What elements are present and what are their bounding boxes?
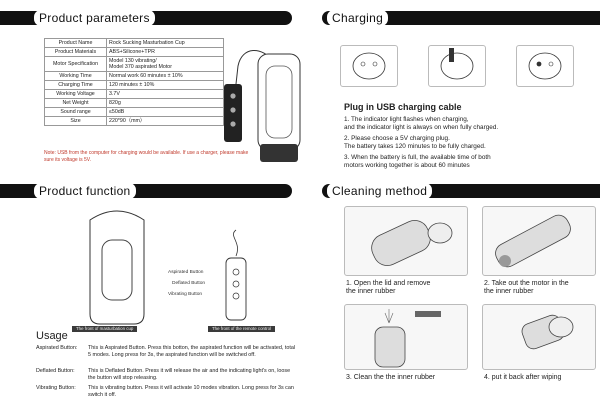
- param-key: Size: [44, 116, 107, 126]
- param-key: Motor Specification: [44, 56, 107, 72]
- usage-label: Deflated Button:: [36, 368, 75, 374]
- cleaning-title: Cleaning method: [327, 183, 433, 199]
- cleaning-caption-1: 1. Open the lid and remove the inner rub…: [346, 280, 431, 295]
- usage-title: Usage: [36, 330, 68, 342]
- param-key: Product Materials: [44, 47, 107, 57]
- params-title: Product parameters: [34, 10, 155, 26]
- remote-illustration: [225, 229, 247, 321]
- cleaning-photo-1: [344, 206, 468, 276]
- usage-row-deflated: Deflated Button: This is Deflated Button…: [36, 368, 306, 382]
- charging-title: Charging: [327, 10, 389, 26]
- param-value: Rock Sucking Masturbation Cup: [106, 38, 224, 48]
- function-title: Product function: [34, 183, 136, 199]
- remote-front-label: The front of the remote control: [208, 326, 276, 332]
- param-value: 3.7V: [106, 89, 224, 99]
- param-value: 220*90（mm）: [106, 116, 224, 126]
- cleaning-photo-3: [344, 304, 468, 370]
- plug-title: Plug in USB charging cable: [344, 102, 462, 112]
- param-value: 120 minutes ± 10%: [106, 80, 224, 90]
- param-key: Charging Time: [44, 80, 107, 90]
- charging-banner-bar: [322, 11, 600, 25]
- param-key: Working Time: [44, 71, 107, 81]
- charging-step-3: 3. When the battery is full, the availab…: [344, 154, 491, 169]
- usage-desc: This is Aspirated Button. Press this bot…: [88, 345, 296, 358]
- param-key: Sound range: [44, 107, 107, 117]
- charging-photo-2: [428, 45, 486, 87]
- param-value: 820g: [106, 98, 224, 108]
- param-value: Model 130 vibrating/ Model 370 aspirated…: [106, 56, 224, 72]
- param-key: Net Weight: [44, 98, 107, 108]
- usage-desc: This is Deflated Button. Press it will r…: [88, 368, 291, 381]
- param-value: ≤50dB: [106, 107, 224, 117]
- usage-label: Aspirated Button:: [36, 345, 78, 351]
- charging-photo-1: [340, 45, 398, 87]
- param-key: Product Name: [44, 38, 107, 48]
- cleaning-photo-2: [482, 206, 596, 276]
- param-value: ABS+Silicone+TPR: [106, 47, 224, 57]
- usage-row-aspirated: Aspirated Button: This is Aspirated Butt…: [36, 345, 306, 365]
- usage-label: Vibrating Button:: [36, 385, 76, 391]
- charging-photo-3: [516, 45, 574, 87]
- cleaning-photo-4: [482, 304, 596, 370]
- cleaning-caption-2: 2. Take out the motor in the the inner r…: [484, 280, 569, 295]
- params-row: Sound range≤50dB: [44, 107, 224, 117]
- cleaning-caption-4: 4. put it back after wiping: [484, 374, 562, 381]
- aspirated-button-label: Aspirated Button: [168, 270, 204, 275]
- param-value: Normal work 60 minutes ± 10%: [106, 71, 224, 81]
- deflated-button-label: Deflated Button: [172, 281, 206, 286]
- cup-front-illustration: [89, 210, 145, 325]
- vibrating-button-label: Vibrating Button: [168, 292, 203, 297]
- cup-front-label: The front of masturbation cup: [72, 326, 138, 332]
- charging-step-1: 1. The indicator light flashes when char…: [344, 116, 499, 131]
- charging-step-2: 2. Please choose a 5V charging plug. The…: [344, 135, 486, 150]
- usb-note: Note: USB from the computer for charging…: [44, 150, 249, 163]
- product-illustration: [224, 50, 301, 162]
- usage-row-vibrating: Vibrating Button: This is vibrating butt…: [36, 385, 306, 399]
- cleaning-caption-3: 3. Clean the the inner rubber: [346, 374, 436, 381]
- usage-desc: This is vibrating button. Press it will …: [88, 385, 294, 398]
- param-key: Working Voltage: [44, 89, 107, 99]
